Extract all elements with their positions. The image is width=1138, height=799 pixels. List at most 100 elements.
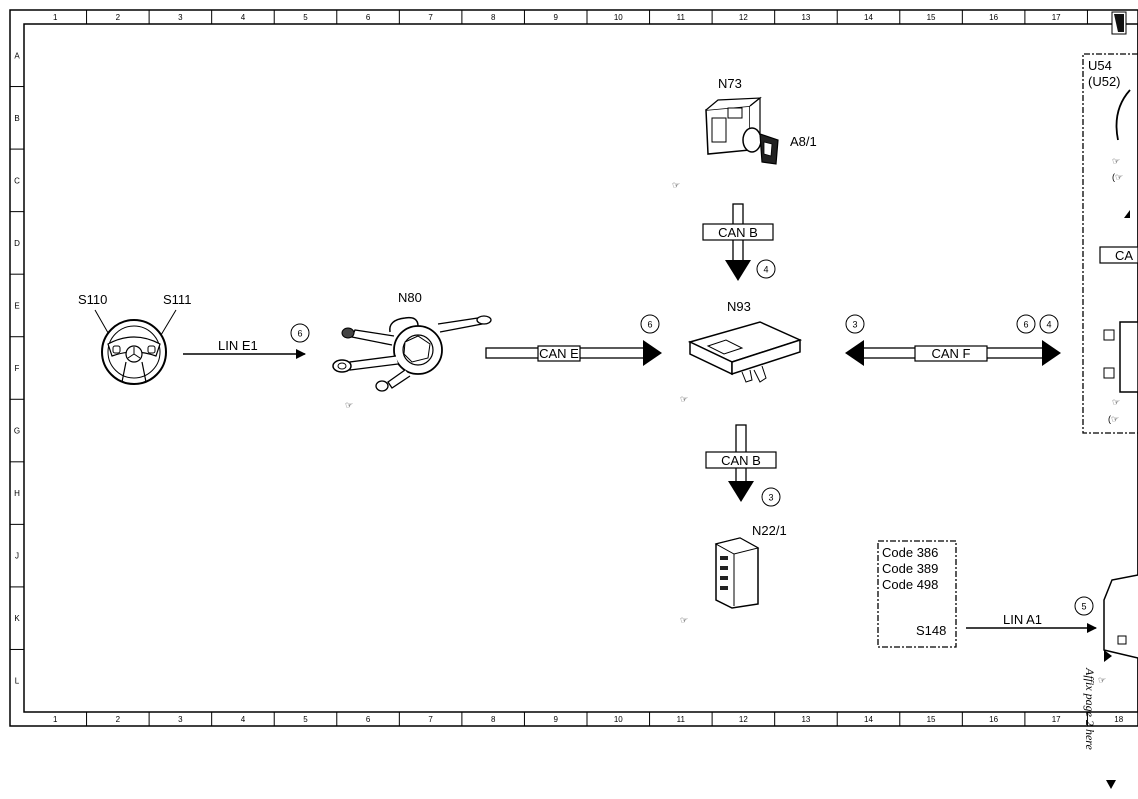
label-lin-e1: LIN E1 <box>218 338 258 353</box>
steering-wheel-icon <box>101 319 167 385</box>
grid-row-label: L <box>15 677 20 686</box>
steering-column-module-icon <box>332 315 492 392</box>
grid-column-label: 2 <box>116 715 121 724</box>
grid-column-label: 10 <box>614 715 623 724</box>
grid-column-label: 4 <box>241 715 246 724</box>
grid-row-label: B <box>14 114 19 123</box>
grid-column-label: 6 <box>366 13 371 22</box>
callout-can-f-left: 3 <box>852 320 857 330</box>
grid-column-label: 15 <box>927 715 936 724</box>
grid-row-label: A <box>14 51 20 60</box>
bus-can-b-bottom: CAN B 3 <box>705 424 781 507</box>
label-u52: (U52) <box>1088 74 1121 89</box>
steering-wheel-switches: S110 S111 <box>78 292 191 385</box>
grid-row-label: F <box>15 364 20 373</box>
connector-ref-icon-2: (☞ <box>1112 172 1123 182</box>
arrow-marker-icon <box>1106 780 1116 789</box>
connector-ref-icon: ☞ <box>680 394 688 404</box>
bus-can-e: CAN E 6 <box>485 314 662 366</box>
label-lin-a1: LIN A1 <box>1003 612 1042 627</box>
code-498: Code 498 <box>882 577 938 592</box>
label-can-f: CAN F <box>932 346 971 361</box>
affix-note: Affix page 2 here <box>1083 668 1097 750</box>
connector-ref-icon: ☞ <box>1112 156 1120 166</box>
code-box-s148: Code 386 Code 389 Code 498 S148 <box>877 540 957 648</box>
connector-ref-icon: ☞ <box>345 400 353 410</box>
grid-column-label: 9 <box>553 13 558 22</box>
connector-ref-icon: ☞ <box>680 615 688 625</box>
grid-column-label: 9 <box>553 715 558 724</box>
grid-row-label: J <box>15 552 19 561</box>
callout-can-b-bottom: 3 <box>768 493 773 503</box>
grid-column-label: 17 <box>1052 13 1061 22</box>
grid-column-label: 4 <box>241 13 246 22</box>
label-can-e: CAN E <box>539 346 579 361</box>
module-n22-1: N22/1 ☞ <box>680 523 787 625</box>
grid-row-label: D <box>14 239 20 248</box>
grid-column-label: 12 <box>739 13 748 22</box>
label-u54: U54 <box>1088 58 1112 73</box>
partial-component-right: ☞ <box>1098 574 1138 685</box>
callout-can-f-right-1: 6 <box>1023 320 1028 330</box>
label-can-b-top: CAN B <box>718 225 758 240</box>
label-n93: N93 <box>727 299 751 314</box>
module-n80: N80 ☞ <box>332 290 492 410</box>
grid-column-label: 6 <box>366 715 371 724</box>
module-n93: N93 ☞ <box>680 299 803 404</box>
bus-can-f: CAN F 3 6 4 <box>845 314 1061 366</box>
callout-can-e: 6 <box>647 320 652 330</box>
label-s148: S148 <box>916 623 946 638</box>
grid-column-label: 2 <box>116 13 121 22</box>
label-s110: S110 <box>78 292 107 307</box>
label-can-b-bottom: CAN B <box>721 453 761 468</box>
grid-column-label: 16 <box>989 715 998 724</box>
grid-column-label: 10 <box>614 13 623 22</box>
bus-lin-a1: LIN A1 5 <box>966 596 1097 633</box>
label-n73: N73 <box>718 76 742 91</box>
grid-column-label: 8 <box>491 13 496 22</box>
grid-column-label: 13 <box>801 13 810 22</box>
grid-column-label: 1 <box>53 715 58 724</box>
module-u54-box: U54 (U52) ☞ (☞ CA ☞ (☞ <box>1082 53 1138 434</box>
bus-can-b-top: CAN B 4 <box>702 203 776 281</box>
callout-lin-e1: 6 <box>297 329 302 339</box>
grid-row-label: C <box>14 176 20 185</box>
label-n22-1: N22/1 <box>752 523 787 538</box>
grid-column-label: 7 <box>428 715 433 724</box>
callout-can-f-right-2: 4 <box>1046 320 1051 330</box>
label-n80: N80 <box>398 290 422 305</box>
grid-column-label: 13 <box>801 715 810 724</box>
callout-can-b-top: 4 <box>763 265 768 275</box>
key-icon <box>759 133 779 165</box>
grid-column-label: 11 <box>677 13 686 22</box>
connector-ref-icon-3: ☞ <box>1112 397 1120 407</box>
label-a8-1: A8/1 <box>790 134 817 149</box>
grid-row-label: K <box>14 614 20 623</box>
grid-column-label: 11 <box>677 715 686 724</box>
grid-column-label: 16 <box>989 13 998 22</box>
grid-column-label: 5 <box>303 13 308 22</box>
grid-column-label: 5 <box>303 715 308 724</box>
grid-column-label: 1 <box>53 13 58 22</box>
grid-column-label: 17 <box>1052 715 1061 724</box>
code-386: Code 386 <box>882 545 938 560</box>
corner-mark <box>1111 11 1127 35</box>
control-unit-icon <box>714 537 760 609</box>
label-s111: S111 <box>163 292 191 307</box>
callout-lin-a1: 5 <box>1081 602 1086 612</box>
grid-row-label: H <box>14 489 20 498</box>
grid-column-label: 18 <box>1114 715 1123 724</box>
connector-ref-icon-4: (☞ <box>1108 414 1119 424</box>
grid-column-label: 14 <box>864 13 873 22</box>
grid-column-label: 7 <box>428 13 433 22</box>
grid-row-label: G <box>14 427 20 436</box>
label-ca-partial: CA <box>1115 248 1133 263</box>
gateway-module-icon <box>687 321 803 383</box>
grid-column-label: 8 <box>491 715 496 724</box>
connector-ref-icon-5: ☞ <box>1098 675 1106 685</box>
